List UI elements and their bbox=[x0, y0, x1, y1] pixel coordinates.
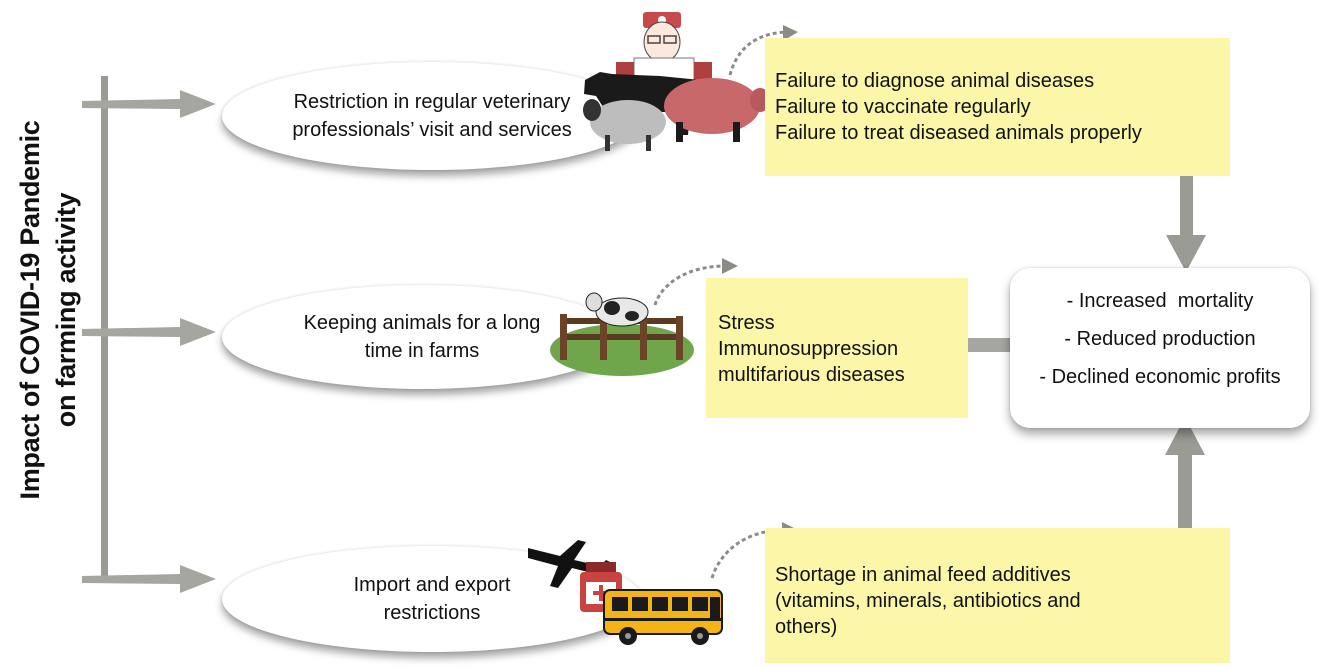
outcome-box: - Increased mortality - Reduced producti… bbox=[1010, 268, 1310, 428]
outcome-line: - Increased mortality bbox=[1066, 290, 1254, 312]
effect-line: Stress bbox=[718, 312, 775, 334]
branch-arrow-3 bbox=[82, 565, 216, 593]
cause-text: Import and export restrictions bbox=[353, 574, 511, 624]
cause-import-export: Import and export restrictions bbox=[222, 546, 642, 652]
effect-line: Failure to vaccinate regularly bbox=[775, 96, 1031, 118]
effect-box-vet: Failure to diagnose animal diseases Fail… bbox=[765, 38, 1230, 176]
trunk-line bbox=[101, 76, 108, 581]
curved-arrow-2 bbox=[653, 264, 726, 306]
effect-line: Failure to diagnose animal diseases bbox=[775, 70, 1095, 92]
effect-line: Shortage in animal feed additives bbox=[775, 564, 1071, 586]
outcome-line: - Reduced production bbox=[1064, 328, 1256, 350]
down-arrow bbox=[1166, 165, 1206, 272]
effect-box-keeping: Stress Immunosuppression multifarious di… bbox=[706, 278, 968, 418]
curved-arrow-3 bbox=[710, 528, 786, 579]
branch-arrow-2 bbox=[82, 318, 216, 346]
cause-text: Restriction in regular veterinary profes… bbox=[292, 91, 572, 141]
cause-keeping-animals: Keeping animals for a long time in farms bbox=[222, 285, 622, 389]
effect-line: others) bbox=[775, 616, 838, 638]
effect-line: multifarious diseases bbox=[718, 364, 905, 386]
branch-arrow-1 bbox=[82, 90, 216, 118]
effect-line: (vitamins, minerals, antibiotics and bbox=[775, 590, 1081, 612]
effect-line: Immunosuppression bbox=[718, 338, 899, 360]
effect-box-import: Shortage in animal feed additives (vitam… bbox=[765, 528, 1230, 663]
cause-text: Keeping animals for a long time in farms bbox=[303, 312, 541, 362]
effect-line: Failure to treat diseased animals proper… bbox=[775, 122, 1142, 144]
curved-arrow-1 bbox=[728, 30, 791, 76]
up-arrow bbox=[1165, 417, 1205, 548]
outcome-line: - Declined economic profits bbox=[1039, 366, 1281, 388]
cause-vet-restriction: Restriction in regular veterinary profes… bbox=[222, 62, 642, 170]
